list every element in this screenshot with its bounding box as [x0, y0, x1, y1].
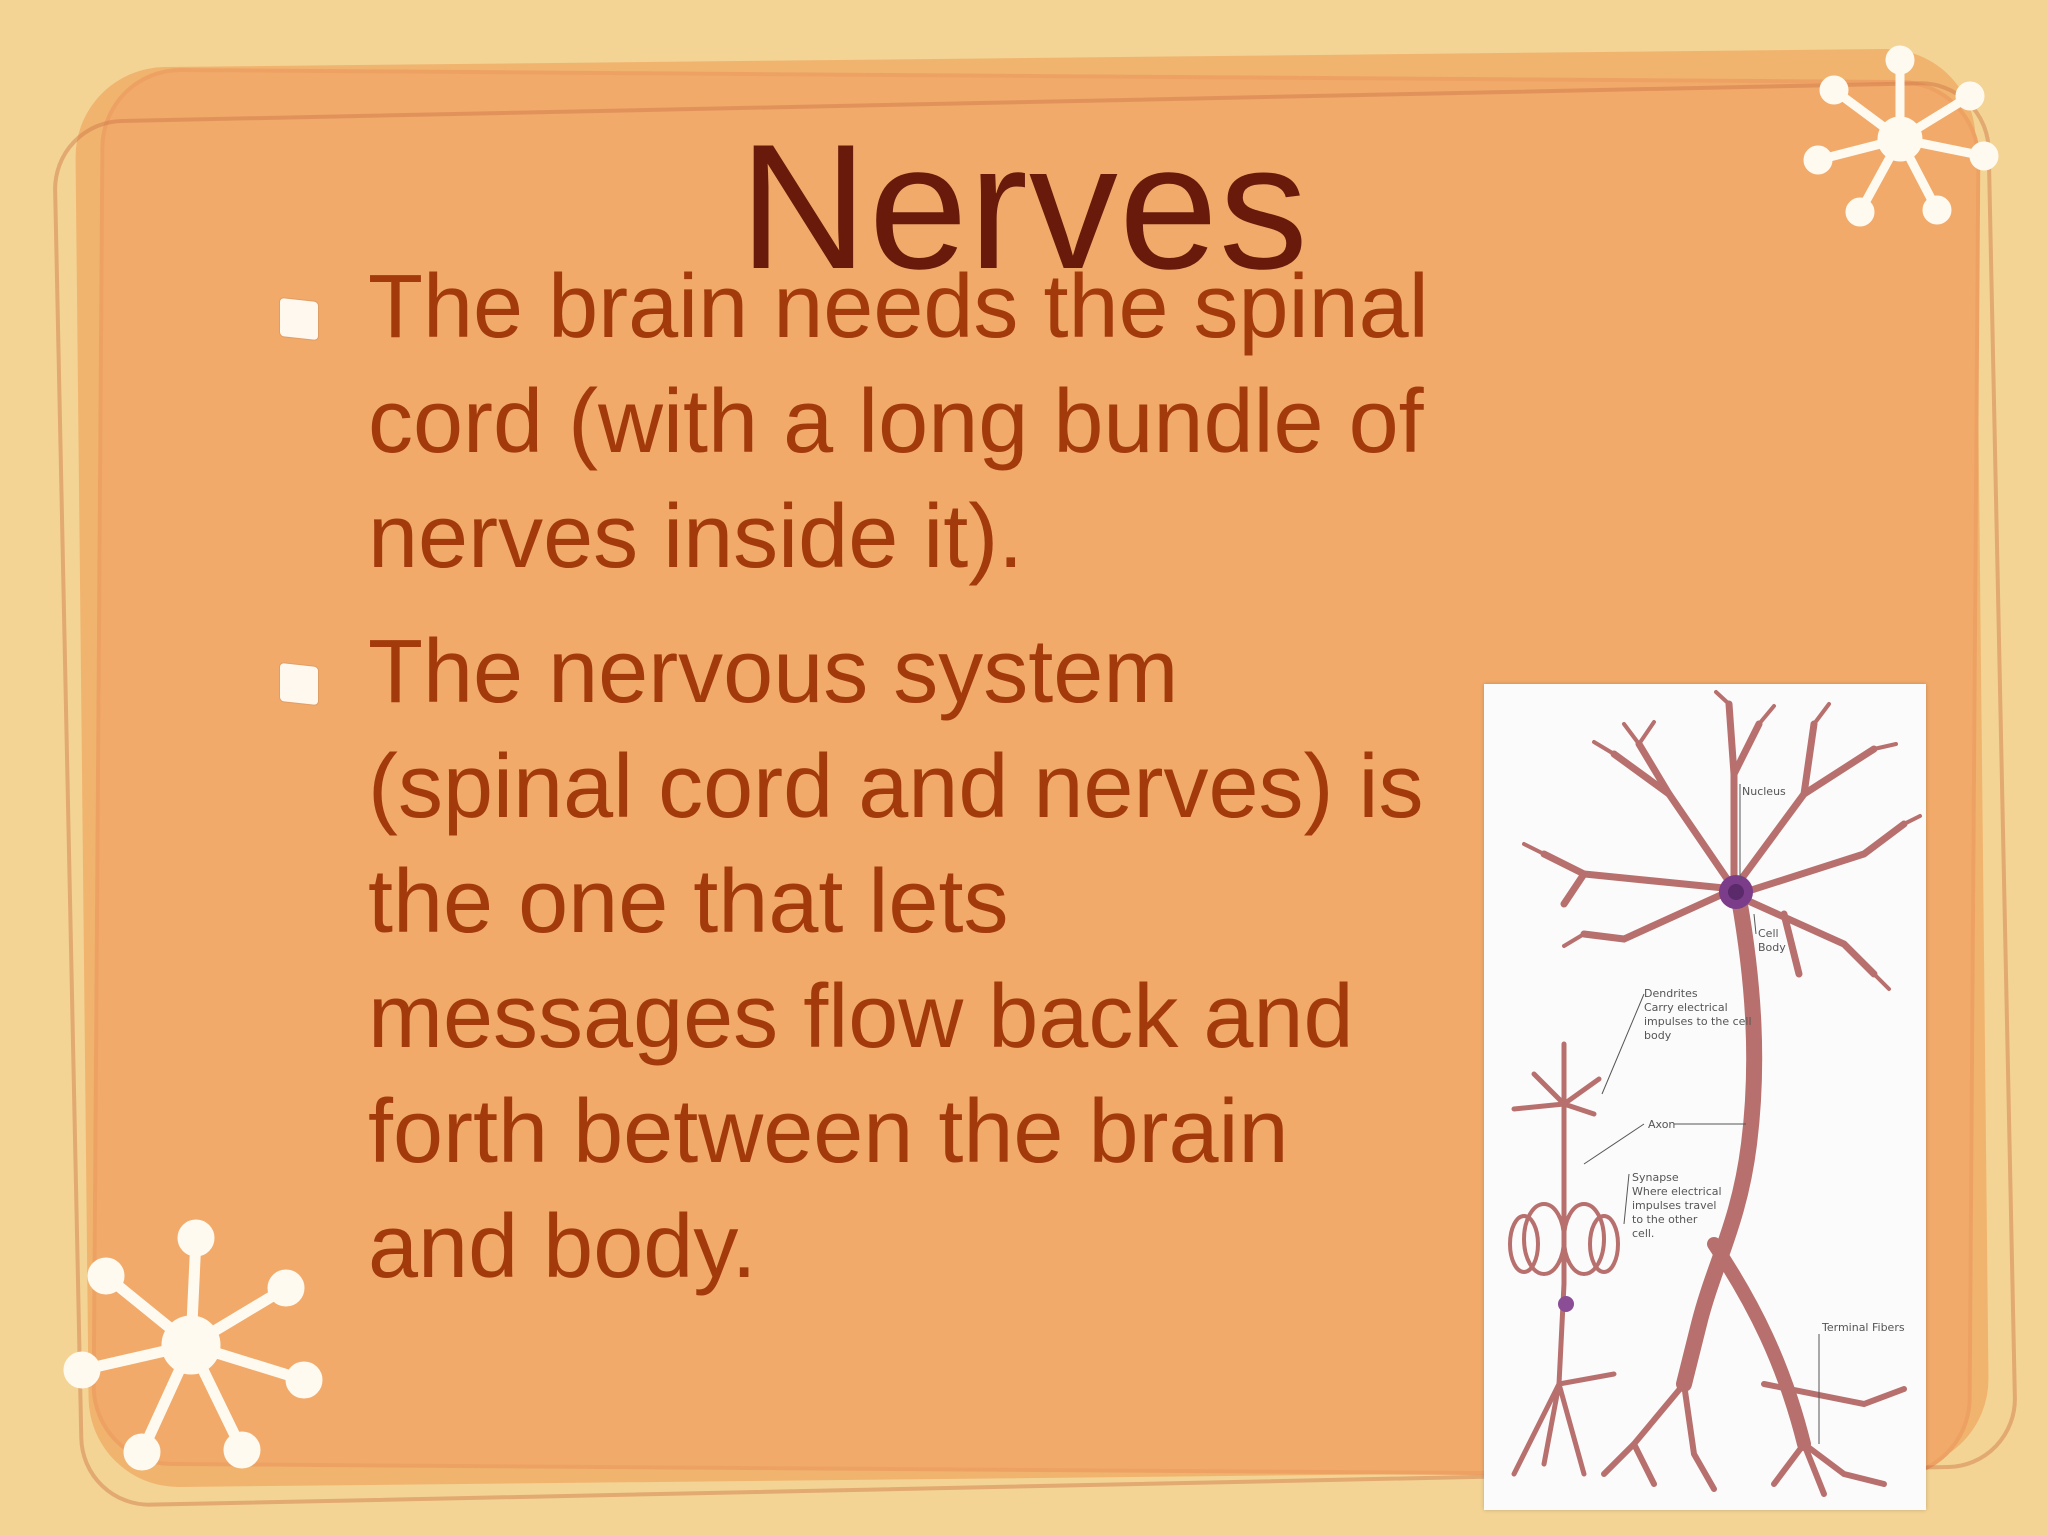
bullet-list: The brain needs the spinal cord (with a …: [280, 250, 1440, 1325]
neuron-illustration: Nucleus Cell Body Dendrites Carry electr…: [1508, 690, 1922, 1497]
label-synapse: Where electrical: [1632, 1185, 1722, 1198]
bullet-square-icon: [280, 663, 318, 705]
label-cell-body: Body: [1758, 941, 1786, 954]
label-dendrites: body: [1644, 1029, 1672, 1042]
bullet-text: The brain needs the spinal cord (with a …: [368, 257, 1429, 587]
neuron-diagram: Nucleus Cell Body Dendrites Carry electr…: [1484, 684, 1926, 1510]
bullet-item: The nervous system (spinal cord and nerv…: [280, 615, 1440, 1305]
asterisk-star-icon: [63, 1219, 323, 1471]
label-cell-body: Cell: [1758, 927, 1779, 940]
label-synapse: Synapse: [1632, 1171, 1679, 1184]
label-dendrites: impulses to the cell: [1644, 1015, 1752, 1028]
label-dendrites: Dendrites: [1644, 987, 1698, 1000]
label-synapse: to the other: [1632, 1213, 1698, 1226]
label-synapse: impulses travel: [1632, 1199, 1716, 1212]
label-synapse: cell.: [1632, 1227, 1654, 1240]
asterisk-star-icon: [1803, 45, 1999, 227]
bullet-text: The nervous system (spinal cord and nerv…: [368, 622, 1424, 1297]
label-nucleus: Nucleus: [1742, 785, 1786, 798]
label-dendrites: Carry electrical: [1644, 1001, 1728, 1014]
label-axon: Axon: [1648, 1118, 1675, 1131]
bullet-square-icon: [280, 298, 318, 340]
bullet-item: The brain needs the spinal cord (with a …: [280, 250, 1440, 595]
slide-title: Nerves: [739, 107, 1309, 306]
label-terminal-fibers: Terminal Fibers: [1821, 1321, 1905, 1334]
